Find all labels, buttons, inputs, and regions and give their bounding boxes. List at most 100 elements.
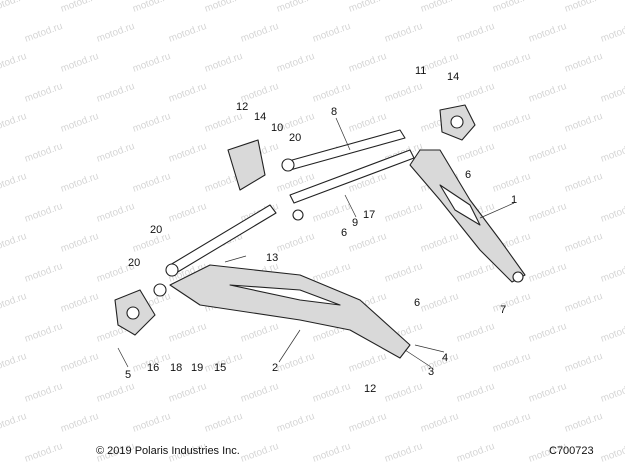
callout-6-low: 6 [414, 297, 420, 309]
callout-7: 7 [500, 304, 506, 316]
watermark-text: motod.ru [527, 261, 568, 285]
watermark-text: motod.ru [59, 291, 100, 315]
watermark-text: motod.ru [59, 351, 100, 375]
watermark-text: motod.ru [275, 51, 316, 75]
callout-10: 10 [271, 122, 283, 134]
leader-lines [117, 117, 515, 368]
watermark-text: motod.ru [95, 381, 136, 405]
watermark-text: motod.ru [131, 411, 172, 435]
callout-8: 8 [331, 106, 337, 118]
callout-9: 9 [352, 217, 358, 229]
watermark-text: motod.ru [455, 21, 496, 45]
watermark-text: motod.ru [95, 141, 136, 165]
watermark-text: motod.ru [491, 171, 532, 195]
watermark-text: motod.ru [275, 351, 316, 375]
watermark-text: motod.ru [167, 381, 208, 405]
watermark-text: motod.ru [563, 231, 604, 255]
callout-16: 16 [147, 362, 159, 374]
watermark-text: motod.ru [563, 411, 604, 435]
callout-6-top: 6 [465, 169, 471, 181]
watermark-text: motod.ru [23, 441, 64, 465]
watermark-text: motod.ru [599, 381, 625, 405]
watermark-text: motod.ru [383, 201, 424, 225]
callout-5: 5 [125, 369, 131, 381]
watermark-text: motod.ru [491, 351, 532, 375]
watermark-text: motod.ru [527, 21, 568, 45]
watermark-text: motod.ru [527, 201, 568, 225]
watermark-text: motod.ru [347, 351, 388, 375]
watermark-text: motod.ru [275, 0, 316, 15]
watermark-text: motod.ru [0, 231, 28, 255]
watermark-text: motod.ru [239, 321, 280, 345]
callout-17: 17 [363, 209, 375, 221]
watermark-text: motod.ru [563, 111, 604, 135]
watermark-text: motod.ru [455, 321, 496, 345]
callout-20-mid: 20 [150, 224, 162, 236]
watermark-text: motod.ru [167, 201, 208, 225]
watermark-text: motod.ru [0, 111, 28, 135]
watermark-text: motod.ru [0, 291, 28, 315]
watermark-text: motod.ru [59, 171, 100, 195]
mount-bracket [227, 139, 266, 191]
watermark-text: motod.ru [347, 411, 388, 435]
watermark-text: motod.ru [0, 411, 28, 435]
watermark-text: motod.ru [383, 81, 424, 105]
callout-4: 4 [442, 352, 448, 364]
watermark-text: motod.ru [347, 51, 388, 75]
watermark-text: motod.ru [383, 381, 424, 405]
watermark-text: motod.ru [347, 0, 388, 15]
watermark-text: motod.ru [455, 81, 496, 105]
watermark-text: motod.ru [203, 111, 244, 135]
watermark-text: motod.ru [203, 0, 244, 15]
watermark-text: motod.ru [347, 231, 388, 255]
watermark-text: motod.ru [455, 261, 496, 285]
callout-18: 18 [170, 362, 182, 374]
watermark-text: motod.ru [527, 381, 568, 405]
watermark-text: motod.ru [599, 81, 625, 105]
watermark-text: motod.ru [599, 261, 625, 285]
watermark-text: motod.ru [311, 81, 352, 105]
watermark-text: motod.ru [131, 111, 172, 135]
watermark-text: motod.ru [455, 441, 496, 465]
watermark-text: motod.ru [23, 141, 64, 165]
watermark-text: motod.ru [599, 21, 625, 45]
callout-14-top: 14 [447, 71, 459, 83]
watermark-text: motod.ru [419, 291, 460, 315]
watermark-text: motod.ru [0, 0, 28, 15]
watermark-text: motod.ru [23, 321, 64, 345]
watermark-text: motod.ru [131, 171, 172, 195]
watermark-text: motod.ru [0, 51, 28, 75]
watermark-text: motod.ru [491, 291, 532, 315]
callout-19: 19 [191, 362, 203, 374]
watermark-text: motod.ru [347, 111, 388, 135]
watermark-text: motod.ru [59, 51, 100, 75]
watermark-text: motod.ru [59, 411, 100, 435]
watermark-text: motod.ru [491, 0, 532, 15]
watermark-text: motod.ru [203, 411, 244, 435]
watermark-text: motod.ru [59, 231, 100, 255]
watermark-text: motod.ru [311, 21, 352, 45]
watermark-text: motod.ru [239, 381, 280, 405]
watermark-text: motod.ru [167, 81, 208, 105]
watermark-text: motod.ru [239, 21, 280, 45]
watermark-text: motod.ru [131, 0, 172, 15]
callout-11: 11 [415, 65, 426, 77]
callout-2: 2 [272, 362, 278, 374]
watermark-text: motod.ru [563, 51, 604, 75]
watermark-text: motod.ru [95, 21, 136, 45]
callout-13: 13 [266, 252, 278, 264]
drawing-code: C700723 [549, 445, 594, 457]
watermark-text: motod.ru [23, 261, 64, 285]
watermark-text: motod.ru [95, 81, 136, 105]
watermark-text: motod.ru [275, 231, 316, 255]
watermark-text: motod.ru [23, 381, 64, 405]
callout-15: 15 [214, 362, 226, 374]
watermark-text: motod.ru [563, 351, 604, 375]
watermark-text: motod.ru [563, 0, 604, 15]
watermark-text: motod.ru [563, 291, 604, 315]
watermark-text: motod.ru [239, 441, 280, 465]
watermark-text: motod.ru [419, 351, 460, 375]
watermark-text: motod.ru [95, 201, 136, 225]
callout-12-top: 12 [236, 101, 248, 113]
